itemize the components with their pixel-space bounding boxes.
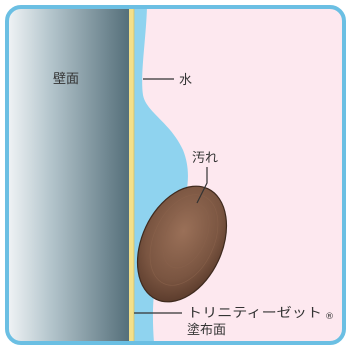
registered-mark: ®: [325, 312, 334, 322]
water-label: 水: [179, 73, 192, 88]
dirt-label: 汚れ: [192, 151, 218, 166]
coating-strip: [129, 7, 134, 343]
wall: [7, 7, 129, 343]
dirt-particle: [136, 185, 228, 303]
coating-label-line1: トリニティーゼット: [187, 306, 322, 321]
frame-border: [5, 5, 346, 345]
coating-label-line2: 塗布面: [187, 322, 226, 338]
wall-label: 壁面: [53, 72, 79, 87]
dirt-leader-line: [196, 167, 208, 204]
